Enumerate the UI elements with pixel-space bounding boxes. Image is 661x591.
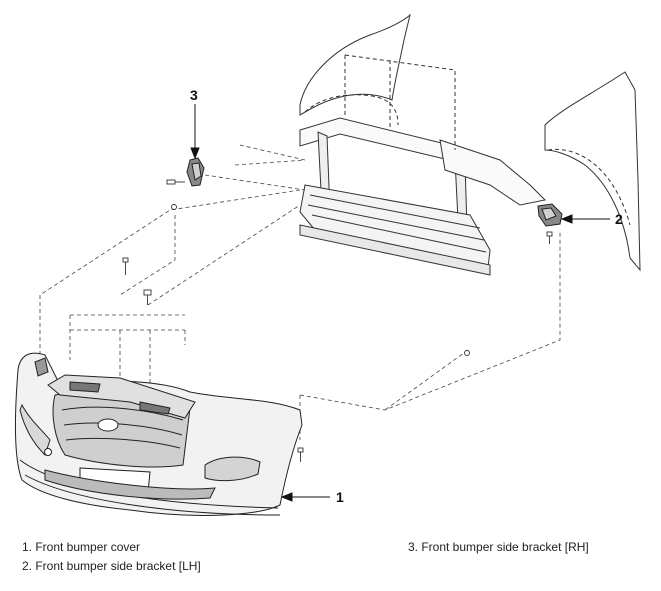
front-bumper-cover — [14, 352, 303, 516]
legend-item-2: 2. Front bumper side bracket [LH] — [22, 559, 201, 573]
fasteners — [122, 179, 553, 462]
legend-item-1: 1. Front bumper cover — [22, 540, 141, 554]
callout-arrows — [190, 104, 610, 502]
side-bracket-rh — [186, 157, 205, 187]
screw-icon — [166, 179, 185, 185]
emblem-icon — [97, 418, 119, 432]
callout-1-label: 1 — [336, 489, 344, 505]
clip-icon — [464, 350, 470, 356]
callout-2-label: 2 — [615, 211, 623, 227]
screw-icon — [297, 447, 304, 462]
front-end-module — [299, 13, 641, 276]
exploded-view-diagram: 3 2 1 — [14, 13, 641, 516]
side-bracket-lh — [537, 203, 563, 227]
legend-item-3: 3. Front bumper side bracket [RH] — [408, 540, 589, 554]
bolt-icon — [143, 289, 152, 305]
screw-icon — [122, 257, 129, 275]
clip-icon — [171, 204, 177, 210]
screw-icon — [546, 231, 553, 244]
callout-3-label: 3 — [190, 87, 198, 103]
assembly-guide-lines — [39, 144, 561, 440]
